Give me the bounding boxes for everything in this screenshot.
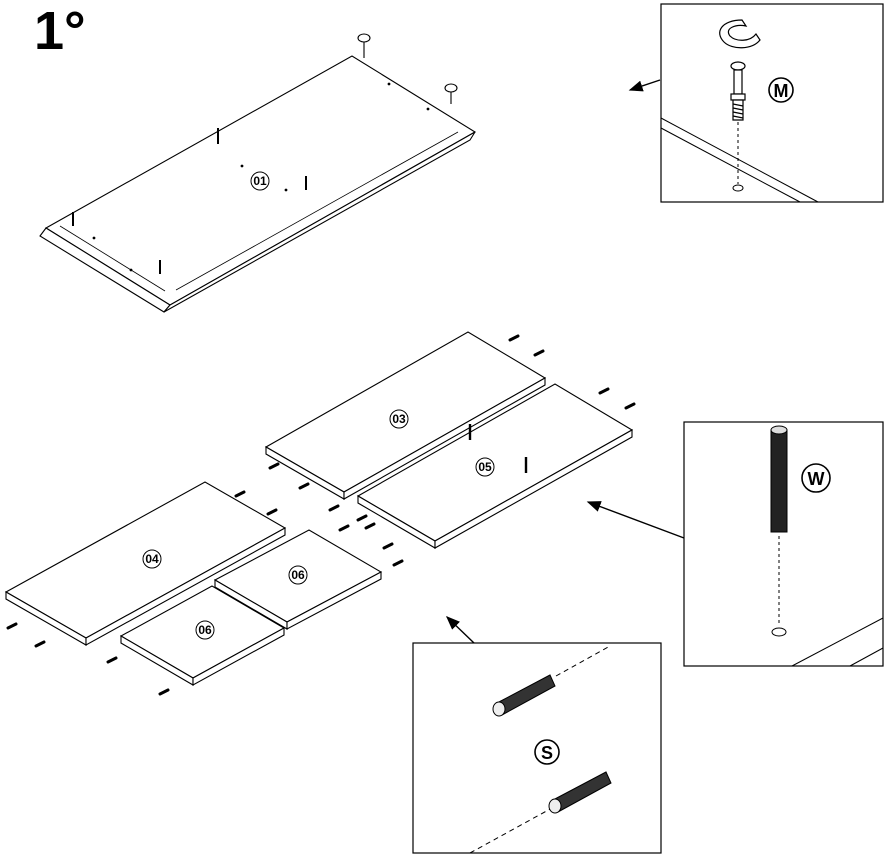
pin-fitting-icon [72,128,307,274]
hardware-badge-s [534,739,560,765]
panel-label-05: 05 [478,460,492,474]
panel-label-04: 04 [145,552,159,566]
dowel-marks [6,334,636,696]
hardware-badge-m [768,77,794,103]
panel-label-01: 01 [253,174,267,188]
label-circle-06a [288,565,308,585]
hardware-badge-w [801,463,831,493]
panel-label-06-a: 06 [291,568,305,582]
label-circle-01 [250,171,270,191]
pin-icon [468,424,528,473]
panel-label-03: 03 [392,412,406,426]
detail-box-w: W [683,421,884,667]
panel-label-06-b: 06 [198,623,212,637]
label-circle-04 [142,549,162,569]
callout-arrows [445,79,685,644]
label-circle-03 [389,409,409,429]
hardware-label-s: S [541,743,553,763]
detail-box-s: S [412,642,662,854]
dowel-icon [492,674,612,814]
detail-box-m: M [660,3,884,203]
wooden-pin-icon [770,425,788,533]
cam-fitting-icon [357,33,458,104]
cam-lock-icon [719,19,761,49]
panel-03 [264,331,547,500]
hardware-label-m: M [774,81,789,101]
step-number: 1° [34,1,86,61]
label-circle-05 [475,457,495,477]
cam-bolt-icon [730,61,746,121]
hole-marks [92,82,430,272]
hardware-label-w: W [808,469,825,489]
label-circle-06b [195,620,215,640]
panel-05 [356,383,634,549]
